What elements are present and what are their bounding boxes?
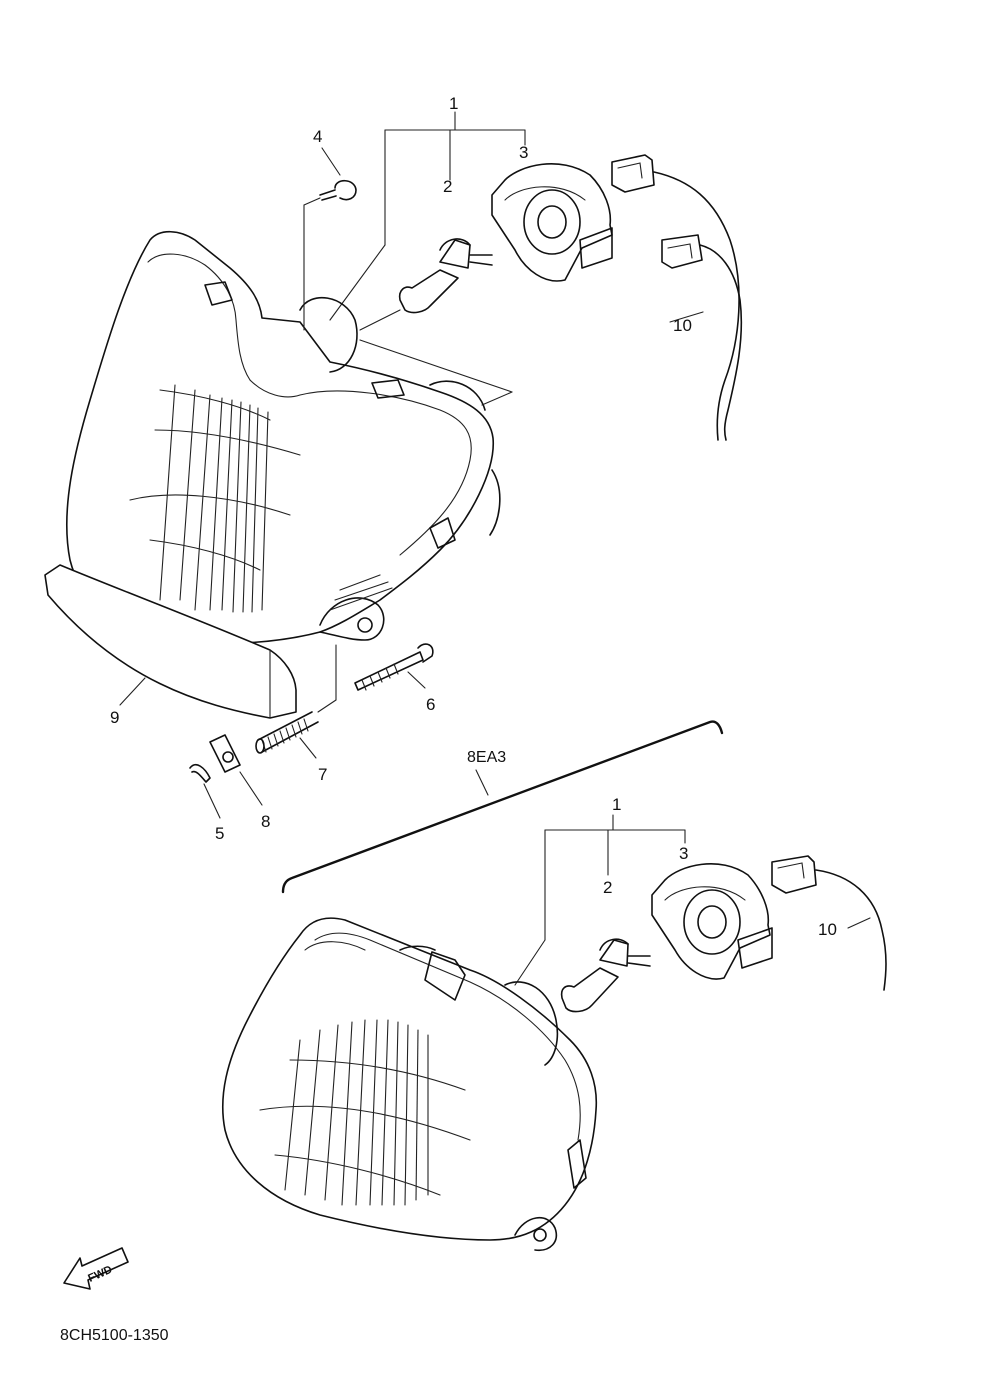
callout-2: 2 <box>443 177 452 196</box>
variant-bulb-part-2 <box>560 938 651 1013</box>
variant-callout-2: 2 <box>603 878 612 897</box>
variant-code: 8EA3 <box>467 749 506 766</box>
wire-harness-part-10 <box>611 154 743 441</box>
variant-wire-harness-part-10 <box>771 855 887 991</box>
callout-10: 10 <box>673 316 692 335</box>
callout-1: 1 <box>449 94 458 113</box>
callout-8: 8 <box>261 812 270 831</box>
callout-9: 9 <box>110 708 119 727</box>
variant-headlight-assembly: 8EA3 <box>222 720 887 1252</box>
variant-headlight-housing <box>222 917 598 1252</box>
callout-5: 5 <box>215 824 224 843</box>
top-headlight-assembly: 1 2 3 4 5 6 7 8 9 10 <box>44 94 743 843</box>
callout-1-bracket <box>329 111 526 321</box>
lens-pattern <box>129 384 301 613</box>
spring-part-7 <box>255 711 319 754</box>
variant-dust-cover-part-3 <box>651 863 773 980</box>
variant-callout-1: 1 <box>612 795 621 814</box>
callout-4: 4 <box>313 127 322 146</box>
variant-callout-10: 10 <box>818 920 837 939</box>
screw-part-4 <box>303 179 357 331</box>
dust-cover-part-3 <box>491 163 613 282</box>
callout-6: 6 <box>426 695 435 714</box>
clip-part-5 <box>189 763 211 783</box>
variant-callout-1-bracket <box>514 814 686 986</box>
callout-3: 3 <box>519 143 528 162</box>
diagram-code: 8CH5100-1350 <box>60 1327 169 1344</box>
fwd-arrow-icon: FWD <box>63 1247 129 1290</box>
rim-strip-part-9 <box>44 564 297 719</box>
variant-callout-3: 3 <box>679 844 688 863</box>
headlight-housing <box>65 230 501 645</box>
bulb-part-2 <box>359 238 493 331</box>
bolt-part-6 <box>354 643 434 691</box>
callout-7: 7 <box>318 765 327 784</box>
variant-bracket-line <box>281 720 724 894</box>
variant-lens-pattern <box>259 1019 471 1206</box>
nut-part-8 <box>209 734 241 773</box>
